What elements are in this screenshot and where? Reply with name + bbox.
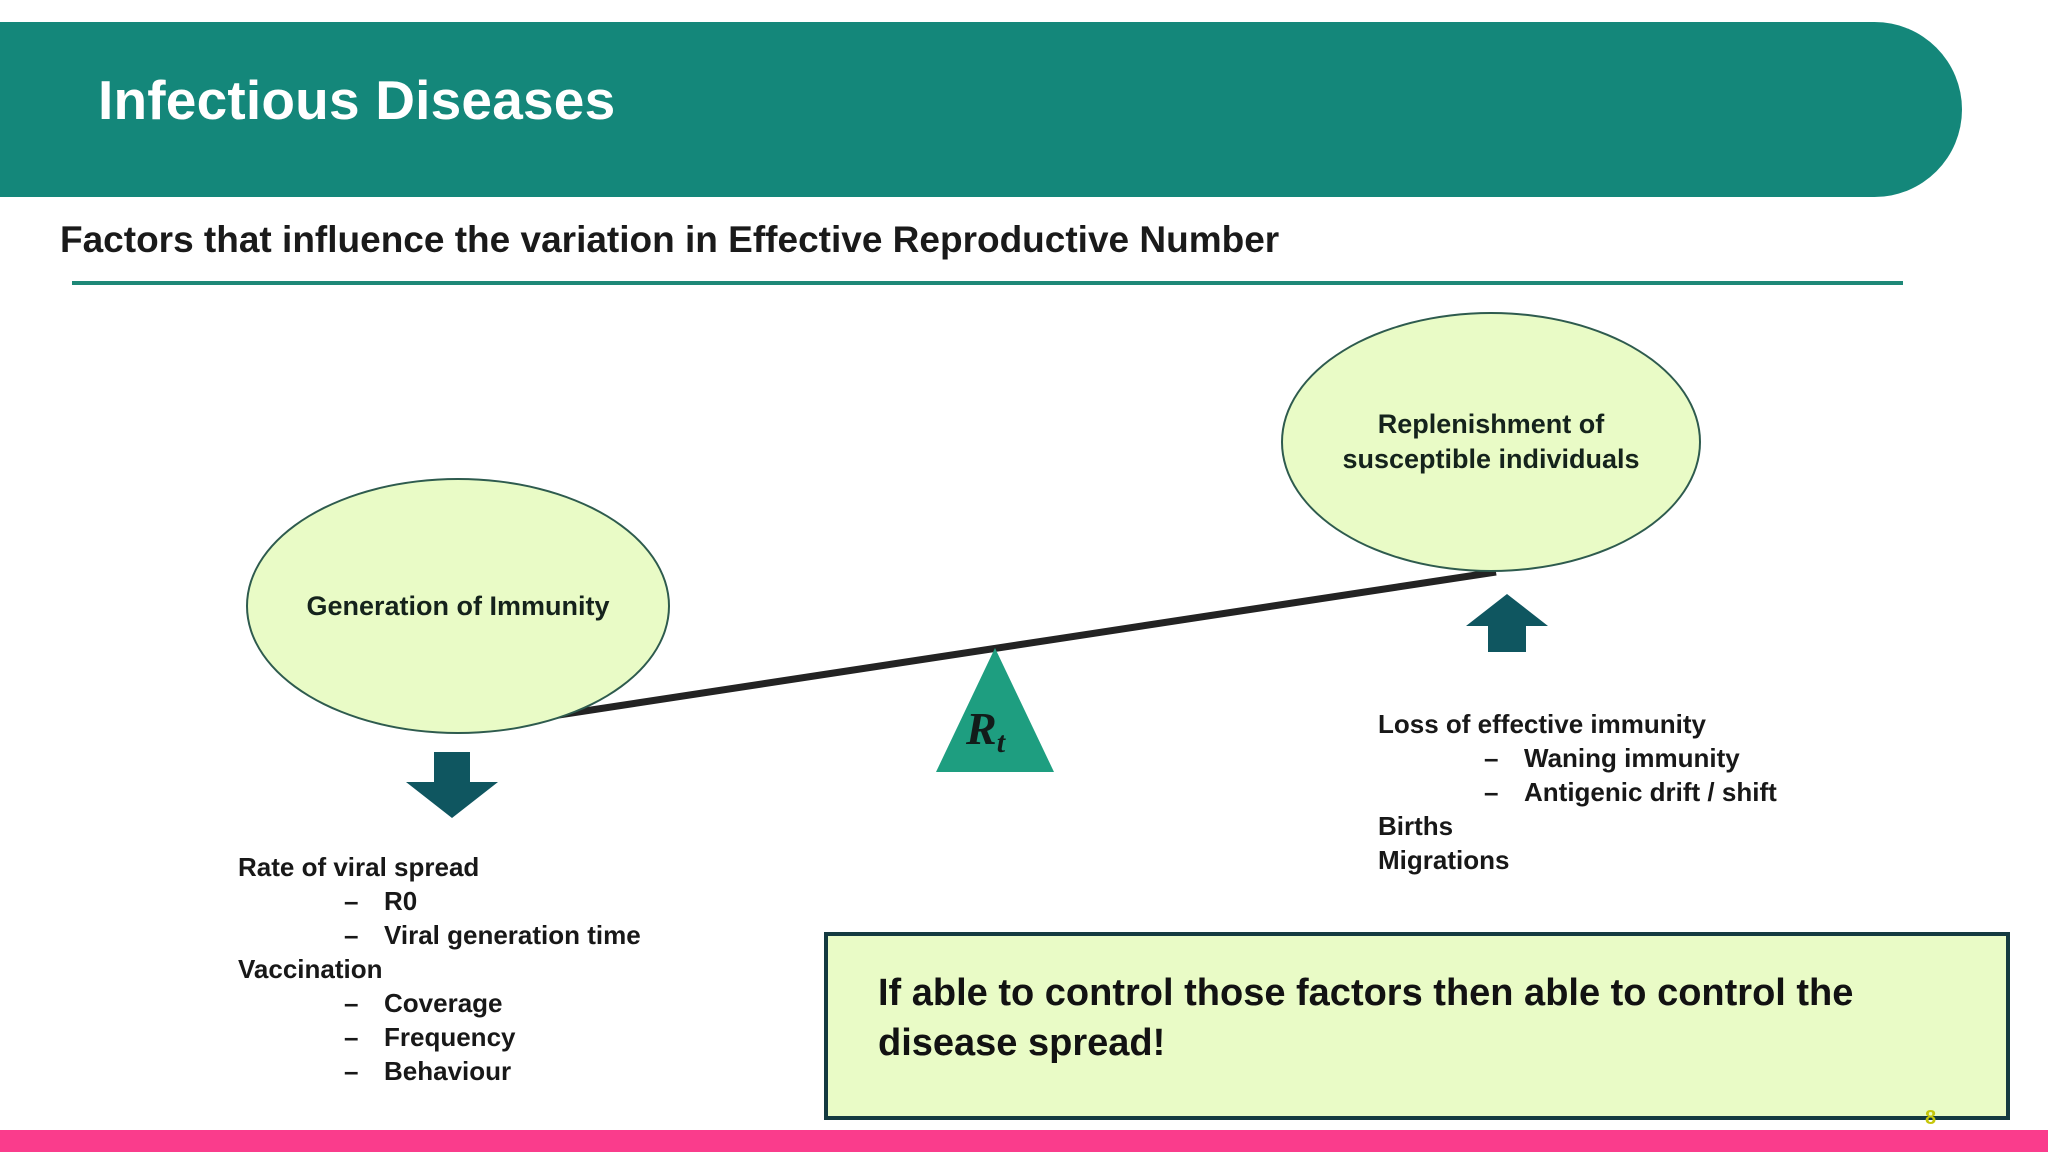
factor-sub-item: –Frequency [238, 1020, 641, 1054]
footer-bar [0, 1130, 2048, 1152]
subtitle: Factors that influence the variation in … [60, 219, 1280, 260]
factor-heading: Births [1378, 811, 1454, 841]
ellipse-left-label: Generation of Immunity [306, 590, 610, 621]
dash-bullet-icon: – [1484, 743, 1499, 773]
factor-heading: Loss of effective immunity [1378, 709, 1706, 739]
factor-sub-item: –Coverage [238, 986, 641, 1020]
dash-bullet-icon: – [344, 920, 359, 950]
factors-left-list: Rate of viral spread–R0–Viral generation… [238, 850, 641, 1088]
conclusion-text: If able to control those factors then ab… [878, 972, 1854, 1064]
dash-bullet-icon: – [1484, 777, 1499, 807]
factor-sub-label: Waning immunity [1524, 743, 1740, 773]
factor-sub-item: –Behaviour [238, 1054, 641, 1088]
factor-sub-label: Coverage [384, 988, 503, 1018]
factor-sub-label: R0 [384, 886, 418, 916]
factors-right-list: Loss of effective immunity–Waning immuni… [1378, 707, 1777, 877]
ellipse-right-label: Replenishment of susceptible individuals [1342, 409, 1640, 474]
factor-heading: Rate of viral spread [238, 852, 480, 882]
fulcrum-label-rt: Rt [966, 706, 1005, 766]
subtitle-divider [72, 281, 1903, 285]
factor-sub-item: –Viral generation time [238, 918, 641, 952]
factor-heading: Migrations [1378, 845, 1510, 875]
conclusion-box: If able to control those factors then ab… [824, 932, 2010, 1120]
down-arrow-icon [406, 752, 498, 818]
page-title: Infectious Diseases [98, 69, 616, 131]
dash-bullet-icon: – [344, 886, 359, 916]
factor-sub-item: –R0 [238, 884, 641, 918]
factor-heading: Vaccination [238, 954, 383, 984]
header-bar [0, 22, 1962, 197]
up-arrow-icon [1466, 594, 1548, 652]
factor-sub-label: Viral generation time [384, 920, 641, 950]
ellipse-generation-of-immunity: Generation of Immunity [246, 478, 670, 734]
factor-sub-item: –Waning immunity [1378, 741, 1777, 775]
factor-sub-item: –Antigenic drift / shift [1378, 775, 1777, 809]
dash-bullet-icon: – [344, 988, 359, 1018]
dash-bullet-icon: – [344, 1022, 359, 1052]
factor-sub-label: Frequency [384, 1022, 516, 1052]
factor-sub-label: Antigenic drift / shift [1524, 777, 1777, 807]
dash-bullet-icon: – [344, 1056, 359, 1086]
fulcrum-label-base: R [966, 703, 997, 754]
factor-sub-label: Behaviour [384, 1056, 512, 1086]
fulcrum-triangle [936, 648, 1054, 772]
ellipse-replenishment-of-susceptibles: Replenishment of susceptible individuals [1281, 312, 1701, 572]
fulcrum-label-subscript: t [996, 726, 1006, 759]
page-number: 8 [1925, 1107, 1937, 1129]
